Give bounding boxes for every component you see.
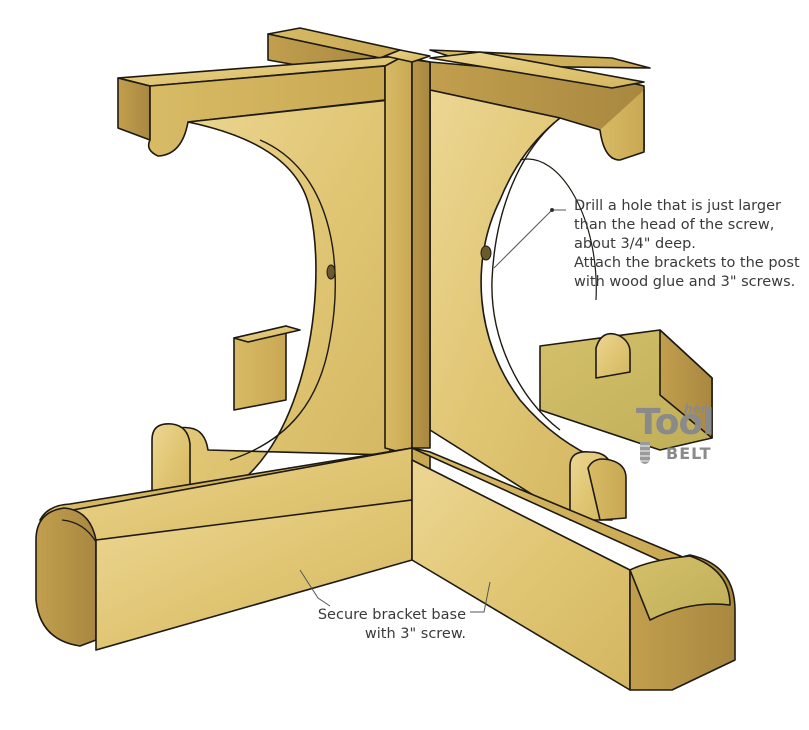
left-bracket xyxy=(167,99,391,501)
front-left-foot xyxy=(35,447,431,651)
top-cross-left-arm xyxy=(117,55,431,157)
logo-her-text: her xyxy=(684,402,707,416)
center-post xyxy=(384,49,431,453)
screw-icon xyxy=(640,442,650,464)
base-leader-right xyxy=(470,581,491,613)
base-line-2: with 3" screw. xyxy=(364,626,466,642)
drill-line-4: Attach the brackets to the post xyxy=(574,255,800,271)
back-foot xyxy=(233,325,713,451)
base-leader-left xyxy=(299,569,331,607)
drill-hole-callout: Drill a hole that is just larger than th… xyxy=(574,197,800,292)
logo-belt-text: BELT xyxy=(666,444,712,463)
bracket-base-callout: Secure bracket base with 3" screw. xyxy=(316,606,466,644)
drill-line-1: Drill a hole that is just larger xyxy=(574,198,781,214)
drill-leader-dot xyxy=(550,208,554,212)
drill-leader xyxy=(493,209,566,269)
logo-tool-text: Tool xyxy=(636,402,715,443)
drill-line-2: than the head of the screw, xyxy=(574,217,775,233)
base-line-1: Secure bracket base xyxy=(317,607,466,623)
right-bracket xyxy=(429,89,601,513)
front-right-foot xyxy=(411,447,736,691)
top-cross-right-arm xyxy=(429,51,645,161)
left-bracket-pad xyxy=(151,423,191,501)
right-bracket-pads xyxy=(569,450,627,521)
drill-line-3: about 3/4" deep. xyxy=(574,236,696,252)
drill-line-5: with wood glue and 3" screws. xyxy=(574,274,796,290)
her-tool-belt-logo: Tool her BELT xyxy=(636,402,718,472)
